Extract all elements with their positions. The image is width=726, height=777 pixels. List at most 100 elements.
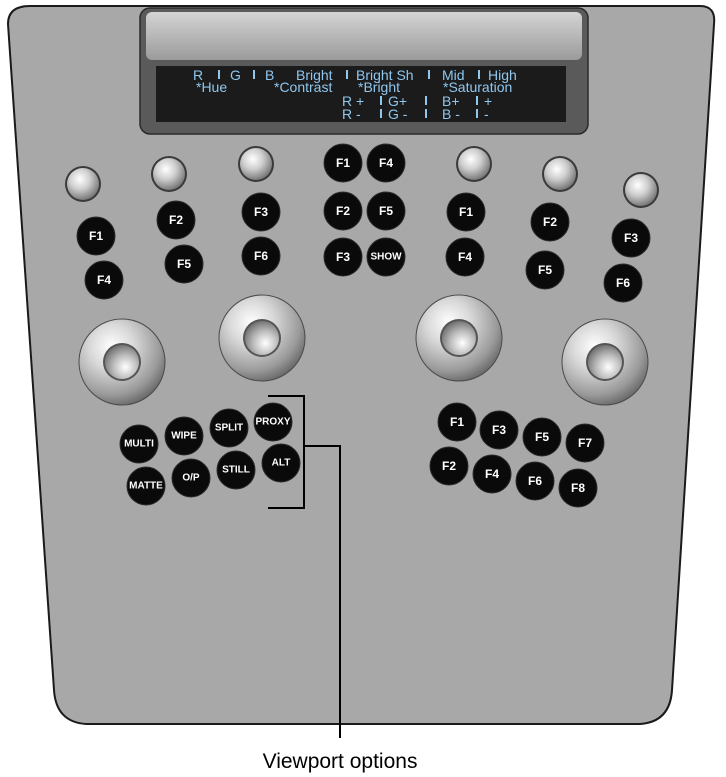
trackball[interactable] xyxy=(218,294,306,382)
rotary-knob[interactable] xyxy=(456,146,492,182)
viewport-button[interactable]: O/P xyxy=(171,458,211,498)
button-face xyxy=(84,260,124,300)
trackball[interactable] xyxy=(78,318,166,406)
lcd-separator xyxy=(380,96,382,105)
viewport-callout: Viewport options xyxy=(263,395,418,773)
button-label: F2 xyxy=(543,215,557,229)
button-face xyxy=(323,237,363,277)
lower-right-button[interactable]: F6 xyxy=(515,461,555,501)
lower-right-button[interactable]: F8 xyxy=(558,468,598,508)
lcd-row1-item: R xyxy=(193,67,203,83)
viewport-button[interactable]: MATTE xyxy=(126,466,166,506)
center-group-button[interactable]: SHOW xyxy=(366,237,406,277)
button-face xyxy=(323,143,363,183)
button-face xyxy=(366,191,406,231)
button-label: F2 xyxy=(336,204,350,218)
right-group-button[interactable]: F1 xyxy=(446,192,486,232)
lcd-separator xyxy=(425,109,427,118)
lower-right-button[interactable]: F1 xyxy=(437,402,477,442)
lcd-row2-item: *Hue xyxy=(196,79,227,95)
button-label: ALT xyxy=(272,458,291,469)
button-label: F6 xyxy=(528,474,542,488)
viewport-button[interactable]: STILL xyxy=(216,450,256,490)
lcd-separator xyxy=(425,96,427,105)
viewport-button[interactable]: MULTI xyxy=(119,424,159,464)
button-face xyxy=(119,424,159,464)
lower-right-button[interactable]: F4 xyxy=(472,454,512,494)
knob-cap xyxy=(625,174,657,206)
rotary-knob[interactable] xyxy=(238,146,274,182)
button-label: F1 xyxy=(450,415,464,429)
lcd-separator xyxy=(380,109,382,118)
lower-right-button[interactable]: F2 xyxy=(429,446,469,486)
viewport-button[interactable]: WIPE xyxy=(164,416,204,456)
button-face xyxy=(76,216,116,256)
button-label: SHOW xyxy=(370,252,402,263)
button-label: F2 xyxy=(442,459,456,473)
rotary-knob[interactable] xyxy=(623,172,659,208)
trackball-ball xyxy=(442,321,476,355)
right-group-button[interactable]: F4 xyxy=(445,237,485,277)
lcd-separator xyxy=(253,70,255,79)
center-group-button[interactable]: F5 xyxy=(366,191,406,231)
left-group-button[interactable]: F5 xyxy=(164,244,204,284)
button-label: F8 xyxy=(571,481,585,495)
lower-right-button[interactable]: F5 xyxy=(522,417,562,457)
left-group-button[interactable]: F6 xyxy=(241,236,281,276)
left-group-button[interactable]: F1 xyxy=(76,216,116,256)
lcd-row4-item: R - xyxy=(342,106,361,122)
trackball[interactable] xyxy=(561,318,649,406)
knob-cap xyxy=(153,158,185,190)
knob-cap xyxy=(544,158,576,190)
rotary-knob[interactable] xyxy=(542,156,578,192)
center-group-button[interactable]: F2 xyxy=(323,191,363,231)
button-face xyxy=(164,244,204,284)
lcd-row4-item: G - xyxy=(388,106,408,122)
right-group-button[interactable]: F5 xyxy=(525,250,565,290)
lcd-separator xyxy=(476,109,478,118)
button-label: F3 xyxy=(254,205,268,219)
button-label: WIPE xyxy=(171,431,197,442)
right-group-button[interactable]: F3 xyxy=(611,218,651,258)
lcd-row1-item: B xyxy=(265,67,274,83)
lcd-row1-item: Bright xyxy=(296,67,333,83)
lcd-row3-item: G+ xyxy=(388,93,407,109)
button-face xyxy=(253,402,293,442)
left-group-button[interactable]: F2 xyxy=(156,200,196,240)
lcd-separator xyxy=(476,96,478,105)
left-group-button[interactable]: F4 xyxy=(84,260,124,300)
rotary-knob[interactable] xyxy=(151,156,187,192)
button-label: F5 xyxy=(535,430,549,444)
center-group-button[interactable]: F1 xyxy=(323,143,363,183)
button-face xyxy=(164,416,204,456)
button-face xyxy=(530,202,570,242)
lcd-hood xyxy=(146,12,582,60)
lower-right-button[interactable]: F3 xyxy=(479,410,519,450)
lcd-row3-item: B+ xyxy=(442,93,460,109)
viewport-button[interactable]: ALT xyxy=(261,443,301,483)
center-group-button[interactable]: F3 xyxy=(323,237,363,277)
button-label: F4 xyxy=(97,273,111,287)
right-group-button[interactable]: F6 xyxy=(603,263,643,303)
button-face xyxy=(429,446,469,486)
button-face xyxy=(479,410,519,450)
button-label: F1 xyxy=(459,205,473,219)
viewport-button[interactable]: SPLIT xyxy=(209,408,249,448)
right-group-button[interactable]: F2 xyxy=(530,202,570,242)
button-face xyxy=(445,237,485,277)
callout-label: Viewport options xyxy=(263,750,418,773)
viewport-button[interactable]: PROXY xyxy=(253,402,293,442)
center-group-button[interactable]: F4 xyxy=(366,143,406,183)
button-face xyxy=(611,218,651,258)
button-label: F4 xyxy=(458,250,472,264)
button-face xyxy=(366,143,406,183)
knobs xyxy=(65,146,659,208)
left-group-button[interactable]: F3 xyxy=(241,192,281,232)
lcd-row2-item: *Saturation xyxy=(443,79,512,95)
lower-right-button[interactable]: F7 xyxy=(565,423,605,463)
rotary-knob[interactable] xyxy=(65,166,101,202)
panel-body xyxy=(6,5,716,725)
button-label: O/P xyxy=(182,473,200,484)
trackball[interactable] xyxy=(415,294,503,382)
